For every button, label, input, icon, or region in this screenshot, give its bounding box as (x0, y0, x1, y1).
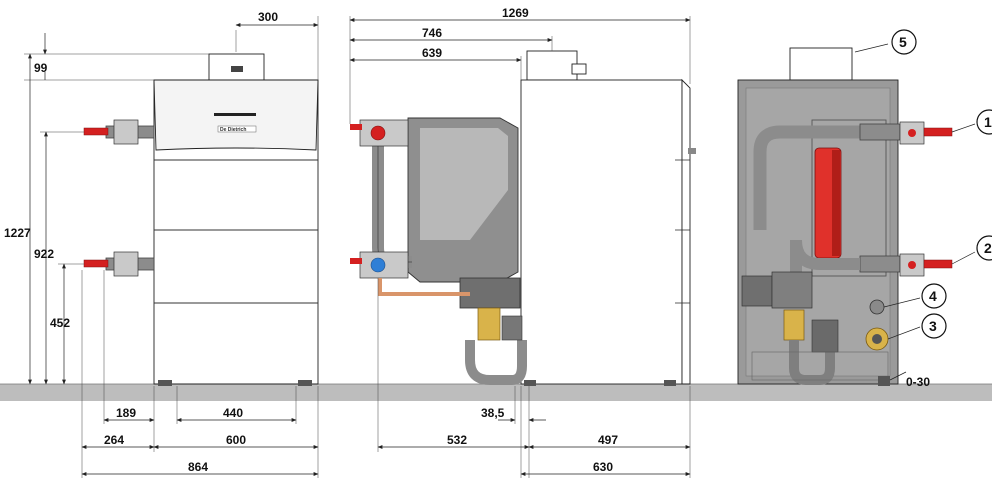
rear-upper-valve-knob (908, 129, 916, 137)
side-upper-marker (370, 125, 386, 141)
front-brand-band (214, 113, 256, 116)
rear-upper-pipe-stub (859, 123, 901, 141)
side-flue-collar (526, 50, 578, 81)
front-flue-label (231, 66, 243, 72)
callout-2-circle (976, 235, 992, 261)
front-logo-plate (217, 125, 257, 133)
side-front-bevel (681, 78, 691, 385)
callout-1-circle (976, 109, 992, 135)
rear-view (737, 47, 953, 386)
rear-return-pipe (790, 239, 860, 300)
side-lower-marker (370, 257, 386, 273)
dim-864: 864 (188, 460, 208, 474)
dim-639: 639 (422, 46, 442, 60)
front-lower-valve-body (113, 251, 139, 277)
front-view: De Dietrich (83, 53, 319, 386)
rear-foot-adjuster (878, 376, 890, 386)
dim-630: 630 (593, 460, 613, 474)
dim-497: 497 (598, 433, 618, 447)
dim-38-5: 38,5 (481, 406, 505, 420)
rear-lower-valve-knob (908, 261, 916, 269)
callout-3: 3 (929, 318, 937, 334)
side-foot-left (524, 380, 536, 386)
rear-bottom-plate (751, 351, 889, 381)
side-flue-tab (571, 63, 587, 75)
dim-532: 532 (447, 433, 467, 447)
callout-4: 4 (929, 288, 937, 304)
dim-300: 300 (258, 10, 278, 24)
front-upper-valve-handle (83, 127, 109, 136)
front-dimensions: 300 99 1227 922 452 189 440 264 600 864 (4, 10, 319, 478)
rear-brass-valve (783, 309, 805, 341)
rear-pump-motor (741, 275, 773, 307)
rear-flue-collar (789, 47, 853, 81)
side-lower-handle (350, 258, 362, 264)
rear-heat-exchanger-shade (832, 150, 840, 256)
front-lower-valve-handle (83, 259, 109, 268)
dim-600: 600 (226, 433, 246, 447)
rear-callouts: 5 1 2 4 3 0-30 (854, 29, 992, 389)
callout-5: 5 (899, 34, 907, 50)
side-view (350, 50, 696, 386)
floor-ground-strip (0, 384, 992, 401)
callout-2: 2 (984, 240, 992, 256)
side-foot-right (664, 380, 676, 386)
burner-housing-highlight (420, 128, 508, 240)
rear-frame (811, 119, 887, 277)
dim-746: 746 (422, 26, 442, 40)
dim-189: 189 (116, 406, 136, 420)
rear-siphon-body (811, 319, 839, 353)
dim-1269: 1269 (502, 6, 529, 20)
dim-922: 922 (34, 247, 54, 261)
dim-0-30: 0-30 (906, 375, 930, 389)
dim-264: 264 (104, 433, 124, 447)
rear-pump-body (771, 271, 813, 309)
side-siphon-valve (477, 307, 501, 341)
dim-1227: 1227 (4, 226, 31, 240)
front-foot-right (298, 380, 312, 386)
callout-3-circle (921, 313, 947, 339)
side-siphon-trap (465, 340, 527, 385)
dim-440: 440 (223, 406, 243, 420)
rear-port-4 (869, 299, 885, 315)
rear-lower-pipe-stub (859, 255, 901, 273)
dim-452: 452 (50, 316, 70, 330)
front-foot-left (158, 380, 172, 386)
rear-lower-valve-handle (923, 259, 953, 269)
side-flow-pipe-loop (372, 140, 412, 268)
callout-4-circle (921, 283, 947, 309)
side-handle (688, 148, 696, 154)
side-upper-handle (350, 124, 362, 130)
front-logo-text: De Dietrich (220, 127, 246, 133)
side-siphon-connector (501, 315, 523, 341)
side-copper-pipe (378, 278, 470, 296)
callout-5-circle (891, 29, 917, 55)
front-upper-valve-body (113, 119, 139, 145)
callout-1: 1 (984, 114, 992, 130)
side-casing (520, 79, 683, 385)
side-dimensions: 1269 746 639 38,5 532 497 630 (349, 6, 691, 478)
rear-flow-pipe (753, 125, 900, 230)
rear-upper-valve-handle (923, 127, 953, 137)
dim-99: 99 (34, 61, 48, 75)
rear-port-3-inner (872, 334, 882, 344)
